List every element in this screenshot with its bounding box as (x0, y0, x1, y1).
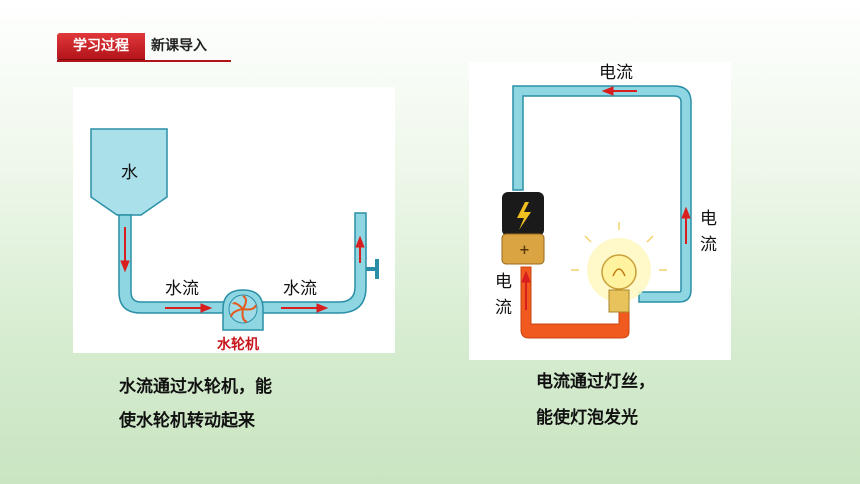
turbine-label: 水轮机 (217, 336, 259, 353)
current-label-right-1: 电 (700, 209, 717, 229)
left-caption-line1: 水流通过水轮机，能 (119, 377, 272, 397)
tank-label: 水 (121, 163, 138, 183)
filament (612, 268, 626, 277)
flow-label-1: 水流 (165, 279, 199, 299)
turbine-blades (230, 295, 257, 323)
flow-label-2: 水流 (283, 279, 317, 299)
valve-stem (366, 267, 376, 271)
current-label-left-1: 电 (495, 272, 512, 292)
water-pipe (118, 212, 367, 314)
wire-top-right (512, 85, 692, 303)
circuit-svg: + 电流 电 流 电 流 (495, 63, 717, 339)
battery-plus: + (519, 243, 530, 258)
flow-arrows (120, 227, 365, 313)
right-caption-line1: 电流通过灯丝， (536, 372, 655, 392)
subsection-label: 新课导入 (151, 38, 207, 54)
water-turbine-svg: 水 水流 水流 水轮机 (90, 128, 379, 353)
header-underline (57, 60, 231, 62)
lightning-icon (517, 202, 531, 230)
water-tank (90, 128, 168, 216)
section-header: 学习过程 新课导入 (57, 33, 231, 62)
light-bulb-icon (601, 254, 637, 290)
current-arrows (521, 86, 691, 310)
bulb-rays (571, 222, 667, 271)
section-label: 学习过程 (57, 33, 145, 59)
left-caption-line2: 使水轮机转动起来 (119, 411, 255, 431)
current-label-right-2: 流 (700, 235, 717, 255)
bulb-base (608, 289, 630, 313)
circuit-diagram: + 电流 电 流 电 流 (469, 62, 731, 360)
current-label-top: 电流 (599, 63, 633, 83)
valve-handle (375, 259, 379, 279)
current-label-left-2: 流 (495, 298, 512, 318)
battery-bottom (501, 233, 545, 265)
right-caption-line2: 能使灯泡发光 (536, 408, 638, 428)
water-turbine-diagram: 水 水流 水流 水轮机 (73, 87, 395, 353)
